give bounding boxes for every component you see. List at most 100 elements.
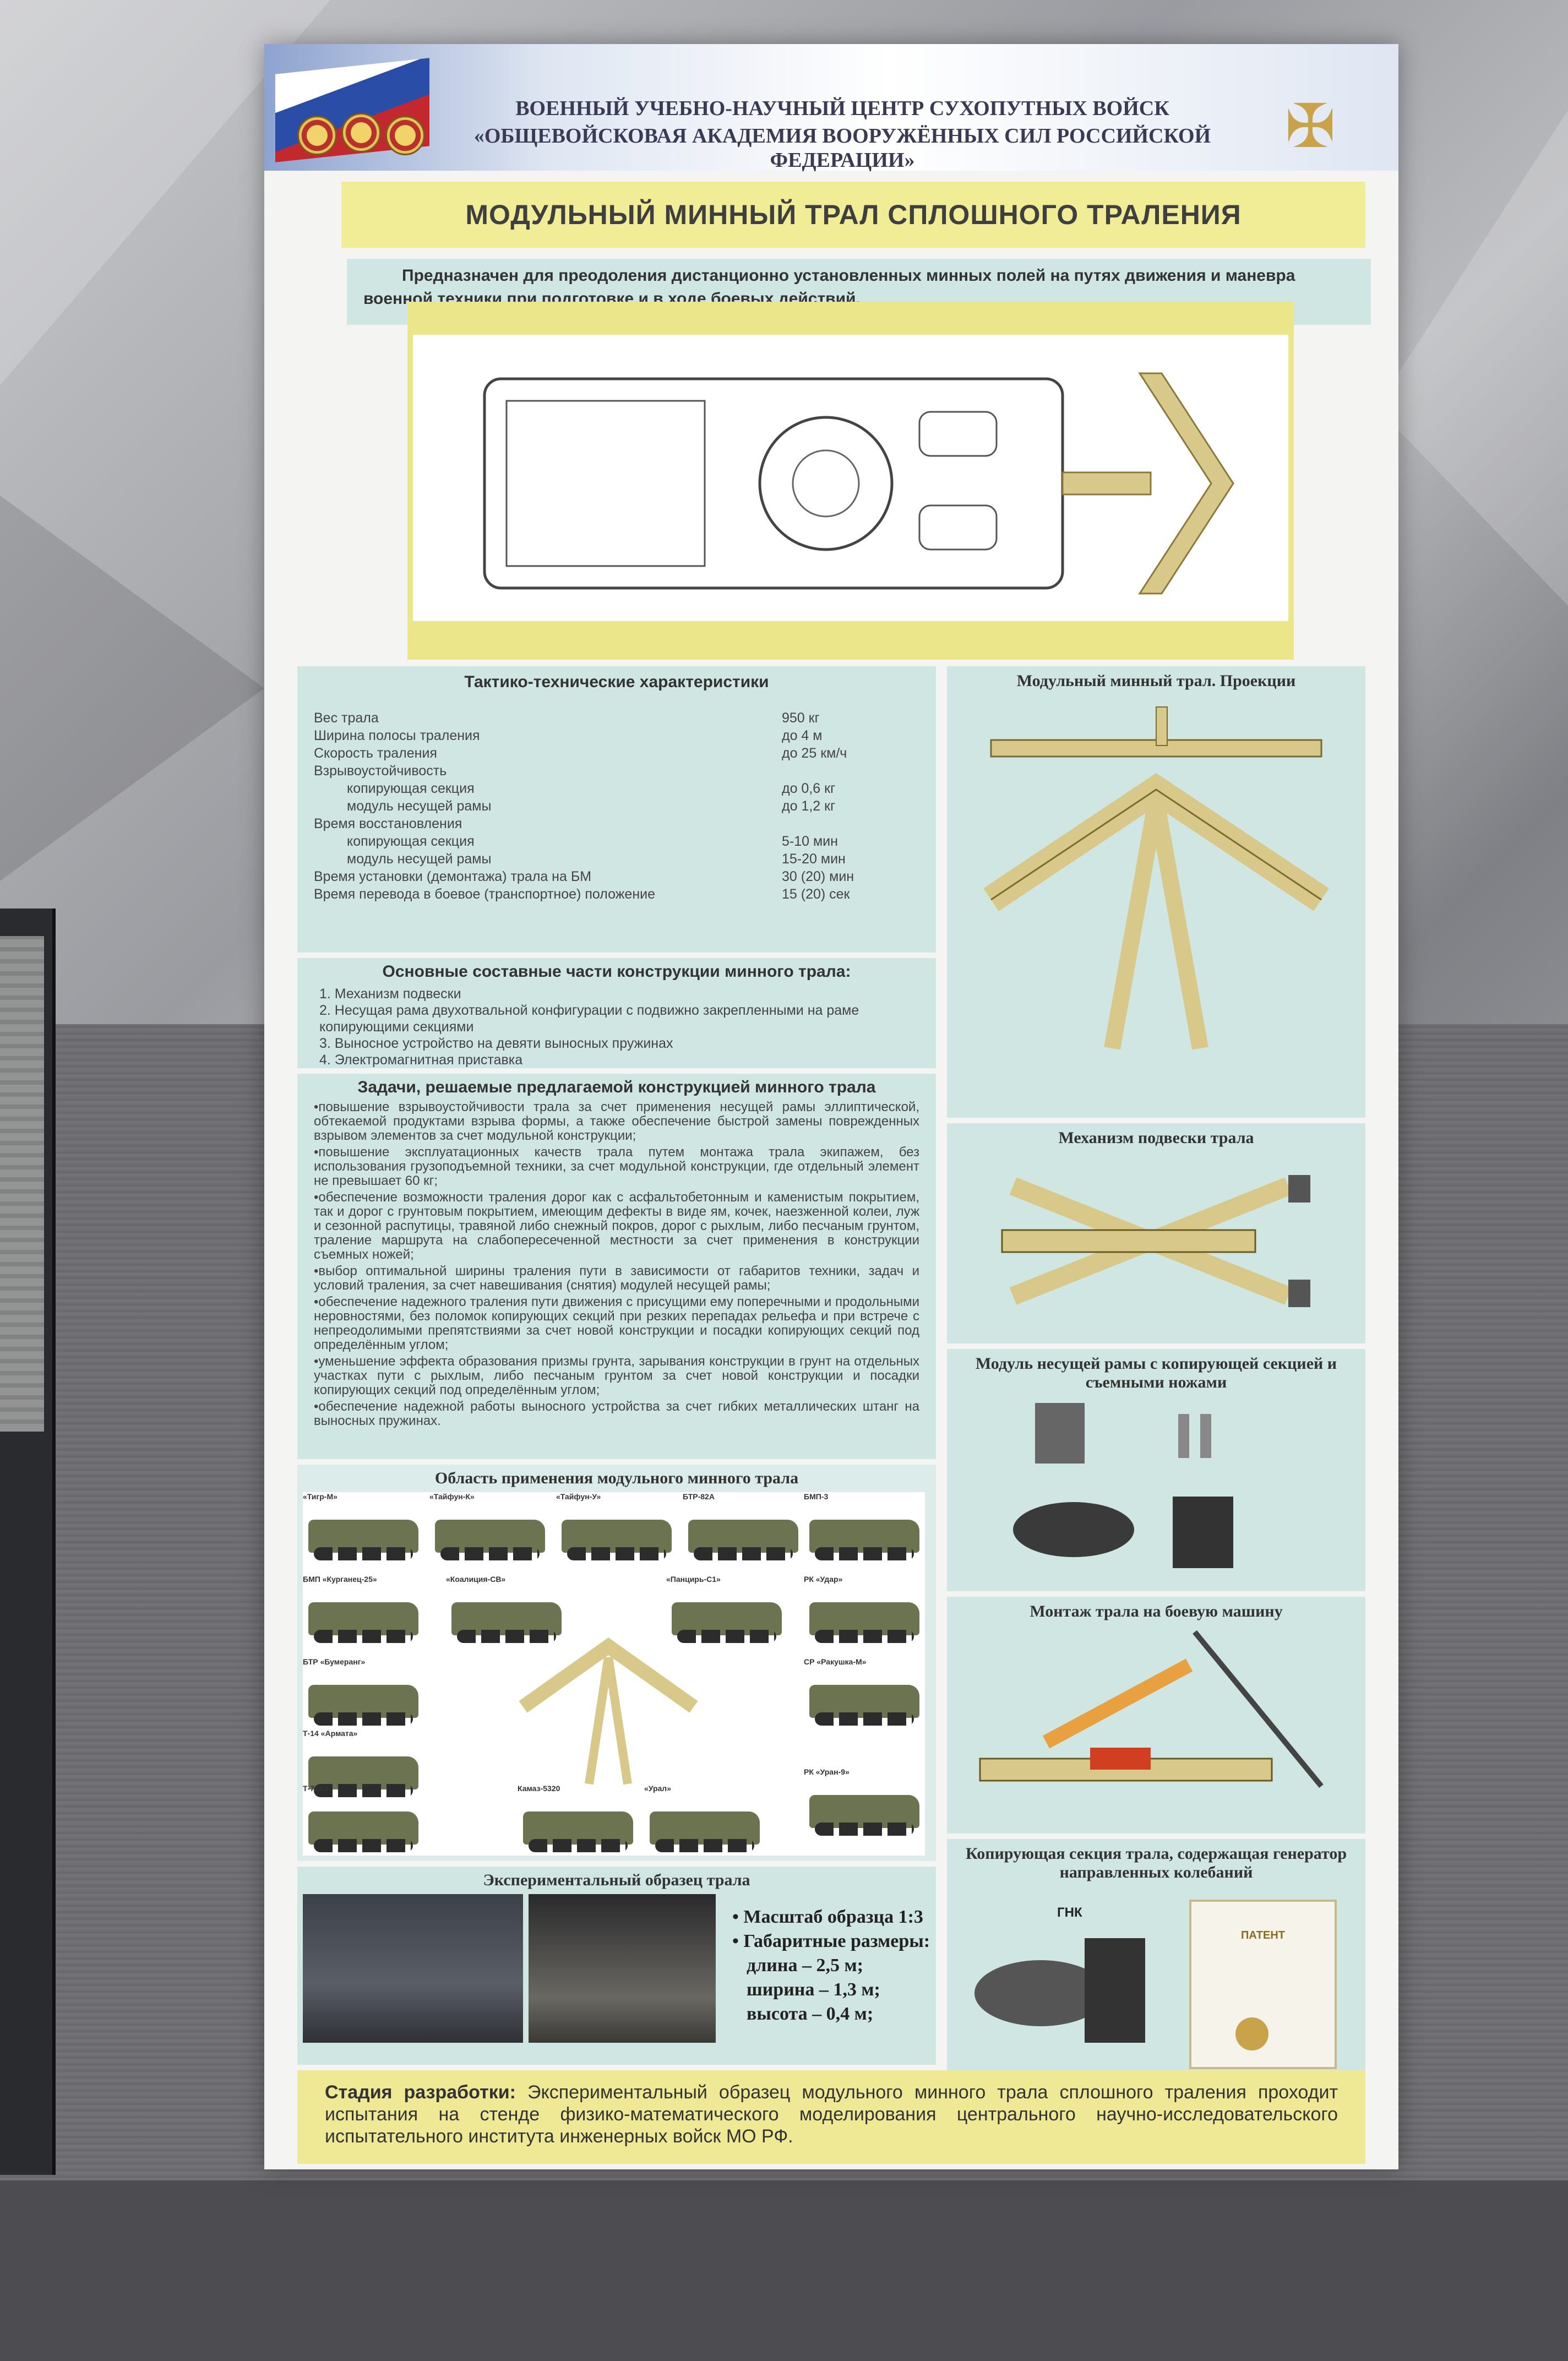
- frame-post: [1156, 706, 1168, 746]
- header-line-1: ВОЕННЫЙ УЧЕБНО-НАУЧНЫЙ ЦЕНТР СУХОПУТНЫХ …: [515, 97, 1169, 120]
- application-grid: «Тигр-М» «Тайфун-К» «Тайфун-У» БТР-82А Б…: [303, 1492, 925, 1856]
- experimental-spec: длина – 2,5 м;: [747, 1955, 863, 1976]
- top-view-drawing: [407, 302, 1294, 660]
- frame-top-view-outline: [990, 788, 1322, 901]
- vehicle-taifun-k: «Тайфун-К»: [429, 1492, 551, 1564]
- copy-section-disk: [974, 1960, 1107, 2026]
- order-medal-icon: [297, 116, 337, 155]
- vehicle-kurganets: БМП «Курганец-25»: [303, 1575, 424, 1646]
- vehicle-hull: [483, 377, 1064, 590]
- mounting-drawing: [979, 1630, 1324, 1788]
- experimental-title: Экспериментальный образец трала: [483, 1871, 750, 1889]
- experimental-panel: Экспериментальный образец трала • Масшта…: [297, 1867, 936, 2065]
- vehicle-wheels: [314, 1839, 413, 1852]
- frame-arm: [1104, 799, 1164, 1050]
- experimental-spec: высота – 0,4 м;: [747, 2004, 874, 2024]
- mount-rail: [1193, 1630, 1324, 1788]
- vehicle-pantsir: «Панцирь-С1»: [666, 1575, 787, 1646]
- vehicle-wheels: [815, 1712, 914, 1726]
- experimental-photo-1: [303, 1894, 523, 2043]
- suspension-beam: [1001, 1229, 1256, 1253]
- wall-triangle-3: [0, 496, 264, 881]
- vehicle-koalitsiya: «Коалиция-СВ»: [446, 1575, 567, 1646]
- task-item: •обеспечение надежного траления пути дви…: [314, 1294, 919, 1352]
- tasks-panel: Задачи, решаемые предлагаемой конструкци…: [297, 1074, 936, 1459]
- vehicle-wheels: [457, 1630, 556, 1643]
- suspension-title: Механизм подвески трала: [1058, 1129, 1254, 1147]
- copy-section: [1013, 1502, 1134, 1557]
- mount-crane-arm: [1042, 1658, 1193, 1749]
- trawl-arm: [1061, 471, 1152, 496]
- patent-document: ПАТЕНТ: [1189, 1900, 1337, 2069]
- central-trawl-arm: [604, 1656, 632, 1785]
- frame-module-panel: Модуль несущей рамы с копирующей секцией…: [947, 1349, 1365, 1591]
- vehicle-turret-ring: [792, 449, 860, 518]
- task-item: •обеспечение надежной работы выносного у…: [314, 1399, 919, 1428]
- vehicle-tigr: «Тигр-М»: [303, 1492, 424, 1564]
- title-bar: МОДУЛЬНЫЙ МИННЫЙ ТРАЛ СПЛОШНОГО ТРАЛЕНИЯ: [341, 182, 1365, 248]
- central-trawl-frame: [519, 1638, 698, 1713]
- experimental-photo-2: [529, 1894, 716, 2043]
- vehicle-wheels: [815, 1630, 914, 1643]
- stage-text: Экспериментальный образец модульного мин…: [325, 2082, 1338, 2147]
- central-trawl-drawing: [519, 1638, 698, 1785]
- parts-item: 4. Электромагнитная приставка: [319, 1052, 523, 1068]
- order-medal-icon: [341, 113, 381, 153]
- suspension-drawing: [1001, 1175, 1310, 1307]
- vehicle-wheels: [655, 1839, 754, 1852]
- vehicle-wheels: [815, 1823, 914, 1836]
- mounting-title: Монтаж трала на боевую машину: [1030, 1602, 1283, 1620]
- vehicle-turret: [758, 416, 894, 551]
- copy-section-title: Копирующая секция трала, содержащая гене…: [965, 1845, 1347, 1881]
- module-block: [1035, 1403, 1085, 1464]
- specs-panel: Тактико-технические характеристики Вес т…: [297, 666, 936, 953]
- module-knife: [1200, 1414, 1211, 1458]
- projection-drawing: [983, 706, 1329, 1050]
- vehicle-bmp3: БМП-3: [804, 1492, 925, 1564]
- vehicle-rakushka: СР «Ракушка-М»: [804, 1657, 925, 1729]
- wall-triangle-2: [1376, 110, 1568, 606]
- central-trawl-arm: [585, 1656, 613, 1785]
- frame-module-title: Модуль несущей рамы с копирующей секцией…: [975, 1354, 1337, 1391]
- vehicle-ural: «Урал»: [644, 1784, 765, 1856]
- vehicle-engine-deck: [505, 400, 706, 567]
- tasks-title: Задачи, решаемые предлагаемой конструкци…: [357, 1078, 876, 1096]
- frame-arm: [1148, 799, 1208, 1050]
- vehicle-hatch: [918, 411, 998, 457]
- vehicle-wheels: [529, 1839, 628, 1852]
- patent-title: ПАТЕНТ: [1240, 1929, 1286, 1941]
- vehicle-wheels: [314, 1547, 413, 1560]
- spec-row: Взрывоустойчивость: [314, 763, 447, 779]
- task-item: •повышение эксплуатационных качеств трал…: [314, 1145, 919, 1188]
- vehicle-top-view: [413, 335, 1288, 621]
- copy-section-panel: Копирующая секция трала, содержащая гене…: [947, 1839, 1365, 2070]
- vehicle-armata: Т-14 «Армата»: [303, 1729, 424, 1800]
- vehicle-wheels: [314, 1784, 413, 1797]
- vehicle-udar: РК «Удар»: [804, 1575, 925, 1646]
- vehicle-top-view-svg: [483, 372, 1234, 595]
- copy-section-bracket: [1085, 1938, 1145, 2043]
- experimental-specs: • Масштаб образца 1:3 • Габаритные разме…: [732, 1905, 930, 2026]
- poster-header: ВОЕННЫЙ УЧЕБНО-НАУЧНЫЙ ЦЕНТР СУХОПУТНЫХ …: [264, 44, 1398, 172]
- parts-item: 1. Механизм подвески: [319, 986, 461, 1002]
- mounting-panel: Монтаж трала на боевую машину: [947, 1597, 1365, 1834]
- specs-title: Тактико-технические характеристики: [464, 673, 769, 691]
- vehicle-wheels: [567, 1547, 666, 1560]
- suspension-mount: [1288, 1280, 1310, 1307]
- task-item: •выбор оптимальной ширины траления пути …: [314, 1264, 919, 1293]
- vehicle-wheels: [694, 1547, 793, 1560]
- task-item: •уменьшение эффекта образования призмы г…: [314, 1354, 919, 1397]
- experimental-spec: • Масштаб образца 1:3: [732, 1907, 923, 1927]
- spec-row: Время восстановления: [314, 816, 462, 831]
- vehicle-uran9: РК «Уран-9»: [804, 1767, 925, 1839]
- copy-section-drawing: [974, 1938, 1145, 2043]
- spec-row: Время перевода в боевое (транспортное) п…: [314, 886, 850, 902]
- vehicle-wheels: [314, 1630, 413, 1643]
- poster: ВОЕННЫЙ УЧЕБНО-НАУЧНЫЙ ЦЕНТР СУХОПУТНЫХ …: [264, 44, 1398, 2169]
- application-title: Область применения модульного минного тр…: [434, 1469, 799, 1487]
